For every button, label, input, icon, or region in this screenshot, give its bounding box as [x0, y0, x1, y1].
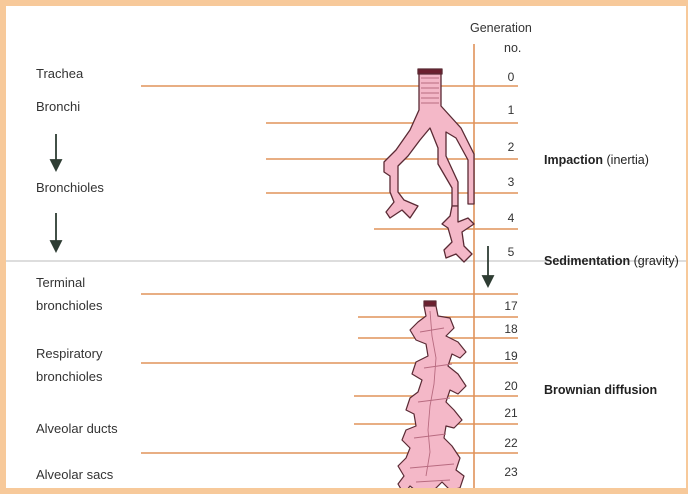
label-terminal-bronchioles-line1: Terminal	[36, 275, 85, 290]
mechanism-impaction-bold: Impaction	[544, 153, 603, 167]
label-terminal-bronchioles-line2: bronchioles	[36, 298, 103, 313]
generation-number: 0	[508, 70, 515, 84]
down-arrow-icon	[51, 134, 61, 170]
generation-numbers: 0 1 2 3 4 5 17 18 19 20 21 22 23	[504, 70, 518, 479]
mechanism-sedimentation: Sedimentation (gravity)	[544, 254, 679, 268]
mechanism-brownian-diffusion: Brownian diffusion	[544, 383, 657, 397]
label-alveolar-sacs: Alveolar sacs	[36, 467, 114, 482]
mechanism-impaction-detail: (inertia)	[603, 153, 649, 167]
label-respiratory-bronchioles-line1: Respiratory	[36, 346, 103, 361]
upper-airway-tree	[384, 69, 474, 262]
label-respiratory-bronchioles-line2: bronchioles	[36, 369, 103, 384]
generation-number: 22	[504, 436, 518, 450]
label-alveolar-ducts: Alveolar ducts	[36, 421, 118, 436]
generation-header-line2: no.	[504, 41, 521, 55]
generation-number: 20	[504, 379, 518, 393]
label-bronchioles: Bronchioles	[36, 180, 104, 195]
mechanism-impaction: Impaction (inertia)	[544, 153, 649, 167]
mechanism-sedimentation-bold: Sedimentation	[544, 254, 630, 268]
generation-number: 17	[504, 299, 518, 313]
down-arrow-icon	[51, 213, 61, 251]
generation-number: 23	[504, 465, 518, 479]
label-bronchi: Bronchi	[36, 99, 80, 114]
generation-number: 4	[508, 211, 515, 225]
mechanism-sedimentation-detail: (gravity)	[630, 254, 679, 268]
generation-number: 5	[508, 245, 515, 259]
airway-diagram: Generation no. 0 1 2 3 4 5 17 18 19 20 2…	[6, 6, 688, 494]
generation-number: 2	[508, 140, 515, 154]
label-trachea: Trachea	[36, 66, 84, 81]
generation-number: 18	[504, 322, 518, 336]
generation-number: 19	[504, 349, 518, 363]
down-arrow-icon	[483, 246, 493, 286]
generation-number: 3	[508, 175, 515, 189]
generation-header-line1: Generation	[470, 21, 532, 35]
generation-number: 1	[508, 103, 515, 117]
structure-labels: Trachea Bronchi Bronchioles Terminal bro…	[36, 66, 118, 482]
mechanism-brownian-bold: Brownian diffusion	[544, 383, 657, 397]
lower-airway-tree	[398, 301, 466, 494]
generation-number: 21	[504, 406, 518, 420]
